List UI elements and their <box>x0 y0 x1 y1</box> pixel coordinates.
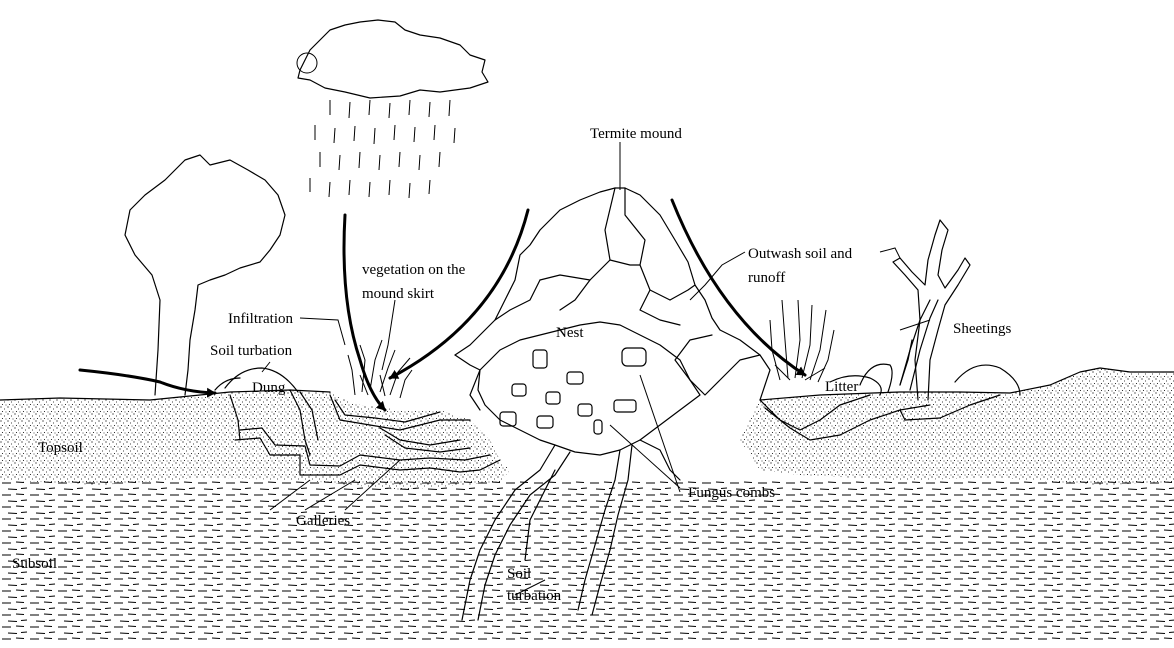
fungus-combs <box>500 348 646 434</box>
label-galleries: Galleries <box>296 513 350 529</box>
label-infiltration: Infiltration <box>228 311 293 327</box>
infiltration-arrow <box>344 215 385 410</box>
label-dung: Dung <box>252 380 286 396</box>
label-topsoil: Topsoil <box>38 440 83 456</box>
label-outwash-line2: runoff <box>748 270 785 286</box>
rain <box>310 100 455 198</box>
label-fungus-combs: Fungus combs <box>688 485 775 501</box>
label-sheetings: Sheetings <box>953 321 1011 337</box>
label-litter: Litter <box>825 379 858 395</box>
subsoil-area <box>0 480 1174 643</box>
label-vegetation-line2: mound skirt <box>362 286 435 302</box>
label-vegetation-line1: vegetation on the <box>362 262 466 278</box>
label-termite-mound: Termite mound <box>590 126 682 142</box>
topsoil-right-area <box>740 368 1174 485</box>
label-soil-turbation-left: Soil turbation <box>210 343 293 359</box>
label-nest: Nest <box>556 325 584 341</box>
label-outwash-line1: Outwash soil and <box>748 246 853 262</box>
tree-left <box>125 155 285 395</box>
label-soil-turbation-bottom-line1: Soil <box>507 566 531 582</box>
label-soil-turbation-bottom-line2: turbation <box>507 588 562 604</box>
dead-tree <box>893 220 970 400</box>
nest-chamber <box>478 322 700 455</box>
label-subsoil: Subsoil <box>12 556 57 572</box>
sheetings <box>860 364 892 392</box>
rain-cloud <box>298 20 488 98</box>
wind-arrow <box>80 370 215 393</box>
vegetation-right <box>770 300 834 382</box>
